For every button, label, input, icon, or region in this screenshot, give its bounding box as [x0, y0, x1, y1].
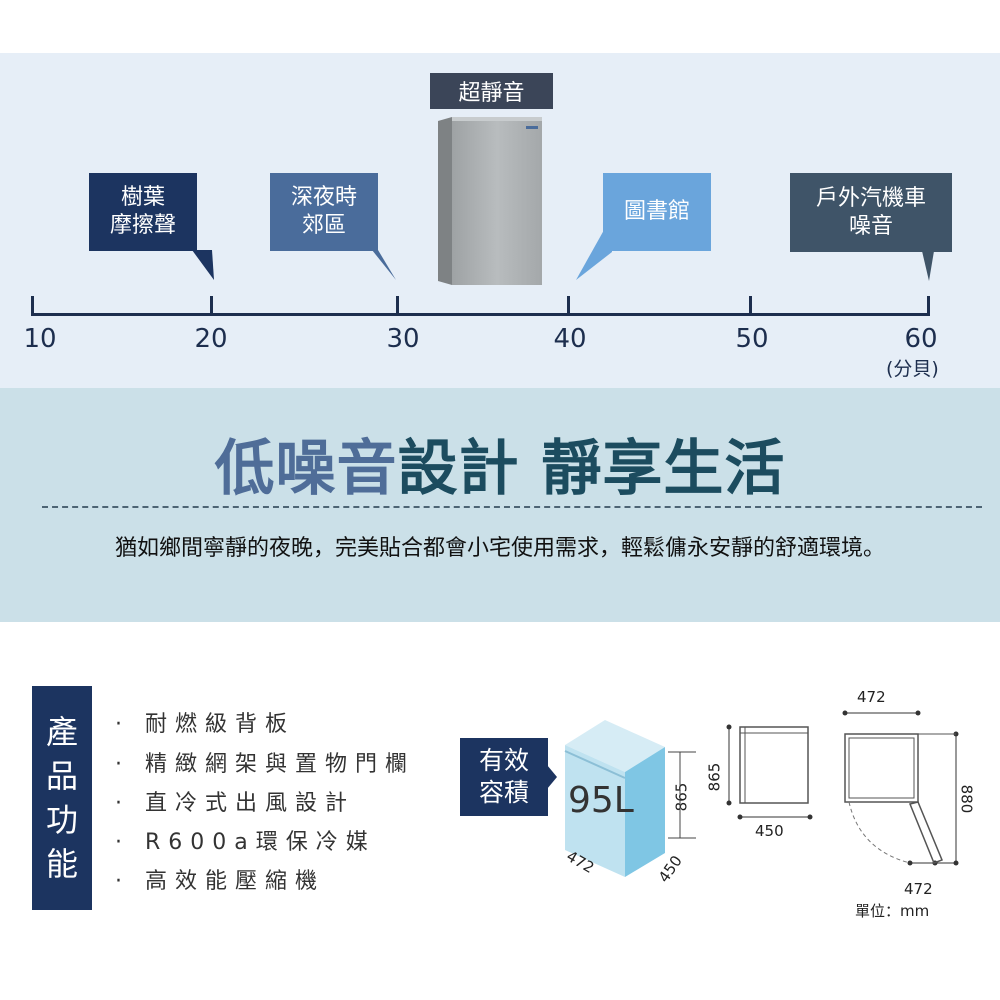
tick-label: 60 — [904, 324, 938, 354]
capacity-volume: 95L — [568, 780, 634, 821]
callout-outdoor-traffic: 戶外汽機車噪音 — [790, 173, 952, 252]
axis-tick — [567, 296, 570, 315]
side-height: 865 — [705, 762, 724, 792]
callout-pointer — [372, 250, 396, 280]
callout-library: 圖書館 — [603, 173, 711, 251]
product-label: 超靜音 — [430, 73, 553, 109]
tick-label: 20 — [194, 324, 228, 354]
open-depth: 880 — [957, 784, 976, 814]
axis-tick — [927, 296, 930, 315]
axis-tick — [210, 296, 213, 315]
feature-item: · 耐燃級背板 — [115, 712, 295, 737]
tick-label: 10 — [23, 324, 57, 354]
headline-part1: 低噪音 — [214, 434, 398, 504]
callout-leaf-rustle: 樹葉摩擦聲 — [89, 173, 197, 251]
axis-tick — [396, 296, 399, 315]
dimension-drawing — [726, 710, 959, 866]
headline: 低噪音設計 靜享生活 — [0, 420, 1000, 507]
tick-label: 50 — [735, 324, 769, 354]
feature-item: · R600a環保冷媒 — [115, 830, 376, 855]
features-title: 產 品 功 能 — [32, 686, 92, 910]
top-width: 472 — [857, 688, 886, 706]
capacity-label: 有效容積 — [460, 738, 548, 816]
tick-label: 40 — [553, 324, 587, 354]
axis-tick — [749, 296, 752, 315]
dashed-divider — [42, 506, 982, 508]
feature-item: · 高效能壓縮機 — [115, 869, 325, 894]
axis-unit: (分貝) — [886, 358, 939, 380]
unit-label: 單位：mm — [855, 902, 930, 920]
tick-label: 30 — [386, 324, 420, 354]
headline-part2: 設計 靜享生活 — [397, 434, 786, 504]
capacity-pointer — [547, 765, 557, 789]
callout-night-suburb: 深夜時郊區 — [270, 173, 378, 251]
side-depth: 450 — [755, 822, 784, 840]
fridge-image — [438, 117, 544, 287]
cube-dim-lines — [668, 751, 696, 839]
headline-section — [0, 388, 1000, 622]
axis-tick — [31, 296, 34, 315]
capacity-cube-icon — [564, 720, 665, 877]
callout-pointer — [922, 251, 934, 281]
headline-subtitle: 猶如鄉間寧靜的夜晚，完美貼合都會小宅使用需求，輕鬆傭永安靜的舒適環境。 — [114, 536, 885, 561]
decibel-axis — [31, 313, 930, 316]
feature-item: · 精緻網架與置物門欄 — [115, 752, 415, 777]
feature-item: · 直冷式出風設計 — [115, 791, 355, 816]
callout-pointer — [192, 250, 214, 280]
callout-pointer — [576, 230, 612, 280]
door-width: 472 — [904, 880, 933, 898]
